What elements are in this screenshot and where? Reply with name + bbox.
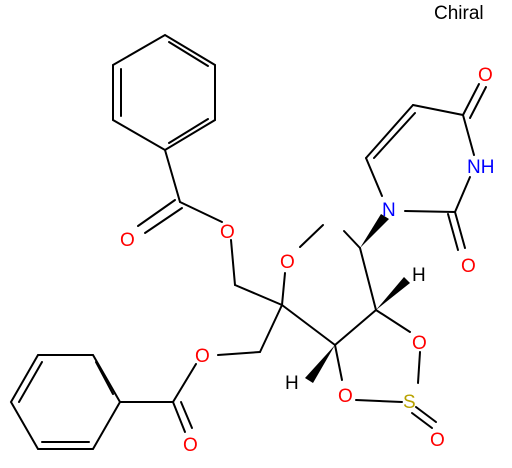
atom-o-carbonyl-bottom: O (183, 435, 198, 456)
atom-o-sulfinyl: O (430, 430, 445, 451)
atom-n1: N (382, 200, 396, 221)
atom-h2: H (412, 265, 426, 286)
wedge-bond-n (360, 214, 389, 248)
sulfite-ring (334, 309, 437, 429)
atom-o-sulfite-left: O (338, 386, 353, 407)
benzene-ring-bottom (9, 354, 122, 450)
benzoyl-ester-bottom (119, 304, 283, 433)
atom-o-ester-top: O (220, 222, 235, 243)
chiral-label: Chiral (434, 3, 484, 24)
benzoyl-ester-top (137, 149, 283, 306)
atom-o-ester-bottom: O (195, 346, 210, 367)
atom-s: S (403, 392, 416, 413)
atom-h3: H (285, 373, 299, 394)
furanose-ring (281, 224, 377, 346)
wedge-bond-h2 (376, 277, 410, 310)
atom-o-ring: O (280, 252, 295, 273)
atom-o-carbonyl-top: O (120, 230, 135, 251)
atom-o4: O (478, 65, 493, 86)
wedge-bond-h3 (305, 345, 335, 383)
uracil-ring (365, 83, 487, 251)
atom-o-sulfite-right: O (412, 333, 427, 354)
atom-nh3: NH (467, 157, 494, 178)
atom-o2: O (461, 256, 476, 277)
benzene-ring-top (112, 33, 216, 152)
